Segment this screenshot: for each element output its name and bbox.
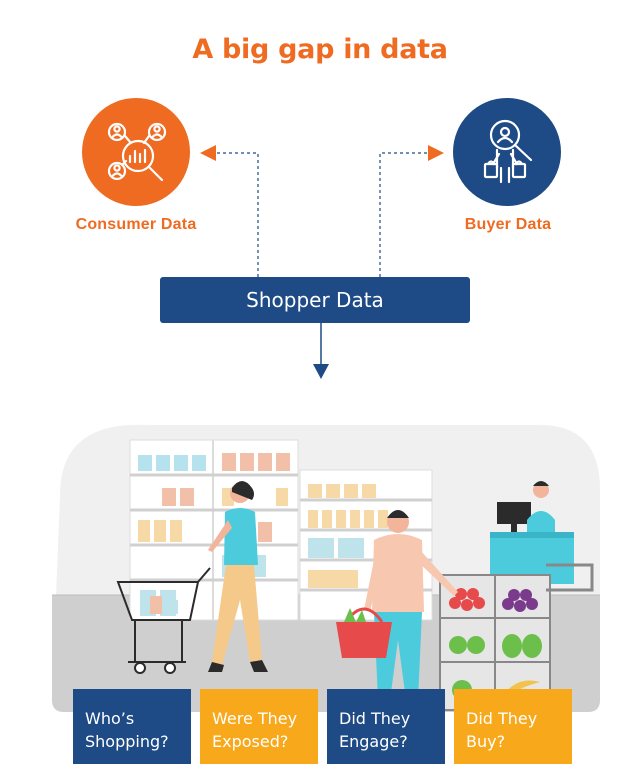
question-line-1: Did They [339,709,411,728]
question-line-2: Shopping? [85,732,169,751]
shopper-search-icon [483,119,533,184]
question-whos-shopping: Who’s Shopping? [73,689,191,764]
woman-shopper [208,481,268,672]
question-line-1: Who’s [85,709,135,728]
question-line-2: Engage? [339,732,408,751]
question-line-2: Buy? [466,732,506,751]
buyer-data-circle [453,98,561,206]
connector-lines [200,145,444,379]
question-did-they-engage: Did They Engage? [327,689,445,764]
arrow-down-icon [313,364,329,379]
man-shopper [336,510,458,700]
question-line-1: Were They [212,709,298,728]
question-line-2: Exposed? [212,732,289,751]
produce-stand [439,563,594,711]
store-illustration [52,424,600,712]
consumer-data-label: Consumer Data [75,216,197,233]
page-title: A big gap in data [192,34,448,65]
buyer-data-label: Buyer Data [464,216,552,233]
consumer-data-circle [82,98,190,206]
question-were-they-exposed: Were They Exposed? [200,689,318,764]
shopper-data-box: Shopper Data [160,277,470,323]
left-shelf [129,439,299,621]
question-did-they-buy: Did They Buy? [454,689,572,764]
arrow-left-icon [200,145,216,161]
people-analytics-icon [107,122,167,182]
shopping-cart [116,567,211,674]
arrow-right-icon [428,145,444,161]
question-line-1: Did They [466,709,538,728]
